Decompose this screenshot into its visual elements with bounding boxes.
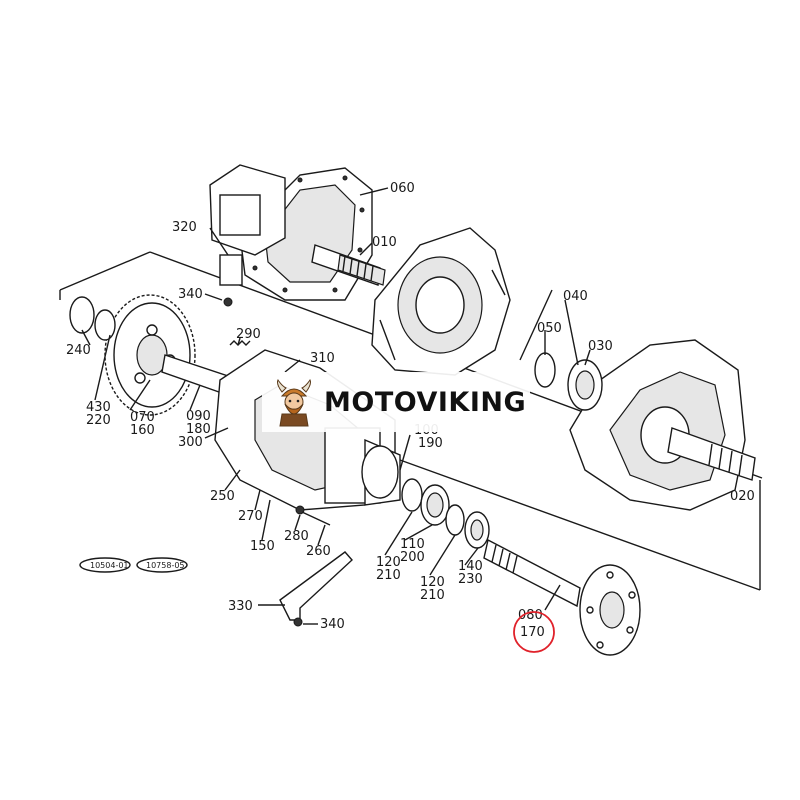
bearing-240: [69, 296, 116, 341]
part-label: 280: [284, 529, 309, 544]
part-label: 140: [458, 559, 483, 574]
part-label: 310: [310, 351, 335, 366]
ring-gear-070: [104, 294, 196, 416]
part-label: 230: [458, 572, 483, 587]
part-label: 010: [372, 235, 397, 250]
part-label: 120: [376, 555, 401, 570]
reference-tags: 10504-01 10758-05: [79, 557, 188, 573]
bracket-330: [219, 254, 353, 627]
part-label: 180: [186, 422, 211, 437]
rear-axle-170: [483, 538, 641, 656]
part-labels: 060 010 320 340 240 290 310 040 050 030 …: [66, 181, 755, 640]
part-label: 430: [86, 400, 111, 415]
part-label: 260: [306, 544, 331, 559]
part-label: 030: [588, 339, 613, 354]
part-label: 110: [400, 537, 425, 552]
leader-lines: [81, 187, 591, 625]
part-label: 340: [320, 617, 345, 632]
part-label: 210: [420, 588, 445, 603]
part-label: 160: [130, 423, 155, 438]
part-label: 150: [250, 539, 275, 554]
part-label: 300: [178, 435, 203, 450]
input-shaft-010: [311, 244, 386, 286]
rear-housing: [569, 339, 756, 511]
part-label: 190: [418, 436, 443, 451]
part-label: 290: [236, 327, 261, 342]
part-label: 210: [376, 568, 401, 583]
part-label: 320: [172, 220, 197, 235]
bearing-030-and-circlip-050: [534, 352, 603, 411]
reference-tag-2: 10758-05: [146, 561, 185, 570]
spring-290: [229, 340, 251, 346]
part-label: 250: [210, 489, 235, 504]
part-label: 330: [228, 599, 253, 614]
part-label: 240: [66, 343, 91, 358]
part-label: 040: [563, 289, 588, 304]
brand-name: MOTOVIKING: [324, 386, 527, 418]
viking-mascot-icon: [277, 379, 311, 427]
reference-tag-1: 10504-01: [90, 561, 129, 570]
part-label: 020: [730, 489, 755, 504]
part-label: 270: [238, 509, 263, 524]
part-label: 340: [178, 287, 203, 302]
part-label: 220: [86, 413, 111, 428]
highlight-circle: [513, 611, 555, 653]
part-label: 050: [537, 321, 562, 336]
part-label: 120: [420, 575, 445, 590]
middle-housing: [371, 227, 511, 376]
highlighted-part-label: 170: [520, 625, 545, 640]
seal-and-bearing-stack: [401, 478, 490, 549]
part-label: 090: [186, 409, 211, 424]
part-label: 200: [400, 550, 425, 565]
part-label: 070: [130, 410, 155, 425]
brand-banner: MOTOVIKING: [262, 372, 530, 432]
part-label: 060: [390, 181, 415, 196]
